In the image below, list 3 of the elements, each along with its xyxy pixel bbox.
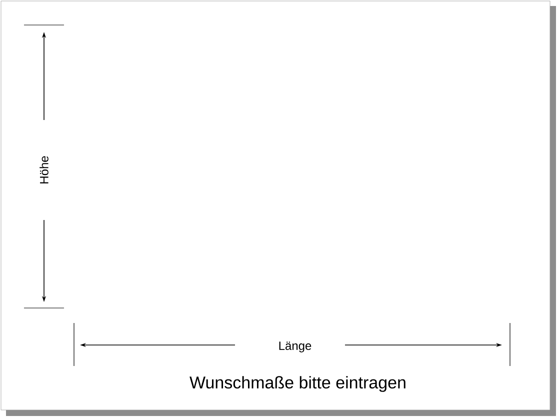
dimension-label: Höhe [40,156,48,184]
dimension-label: Wunschmaße bitte eintragen [190,376,406,392]
dimension-label: Länge [279,342,312,352]
